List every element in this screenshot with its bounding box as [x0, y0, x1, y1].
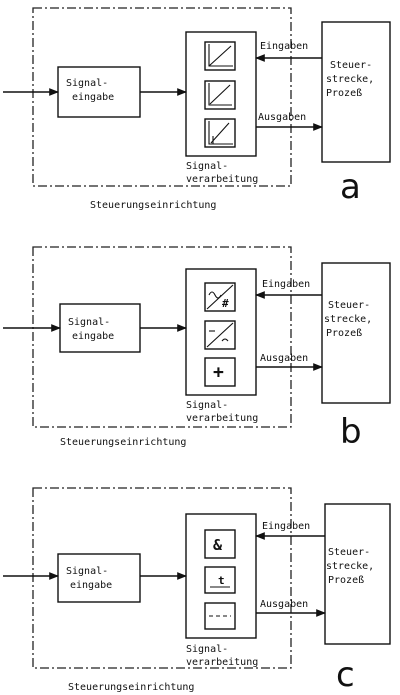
signal-input-label-line1: Signal-: [68, 317, 110, 328]
diagram-letter: b: [340, 412, 362, 452]
plant-label-line1: Steuer-: [330, 60, 372, 71]
processing-label-line1: Signal-: [186, 161, 228, 172]
outputs-label: Ausgaben: [260, 353, 308, 364]
signal-processing-box: [185, 268, 257, 396]
diagram-letter: a: [340, 167, 361, 207]
inputs-label: Eingaben: [262, 279, 310, 290]
plant-box: [324, 503, 391, 645]
signal-processing-box: [185, 31, 257, 157]
and-glyph: &: [213, 536, 223, 554]
signal-input-label-line2: eingabe: [72, 331, 114, 342]
plant-label-line1: Steuer-: [328, 547, 370, 558]
plant-label-line2: strecke,: [326, 561, 374, 572]
plant-label-line1: Steuer-: [328, 300, 370, 311]
diagram-b: Signal- eingabe # + Steuer- strecke, Pro…: [3, 246, 391, 452]
processing-label-line2: verarbeitung: [186, 413, 258, 424]
symbol-digital-analog: [204, 320, 236, 350]
control-device-label: Steuerungseinrichtung: [68, 682, 194, 693]
diagram-letter: c: [336, 655, 355, 695]
symbol-ramp-1: [204, 41, 236, 71]
signal-processing-box: [185, 513, 257, 639]
processing-label-line1: Signal-: [186, 400, 228, 411]
hash-glyph: #: [222, 297, 229, 310]
inputs-label: Eingaben: [262, 521, 310, 532]
signal-input-label-line1: Signal-: [66, 566, 108, 577]
plant-label-line2: strecke,: [324, 314, 372, 325]
control-device-label: Steuerungseinrichtung: [60, 437, 186, 448]
plant-label-line3: Prozeß: [328, 575, 364, 586]
control-device-boundary: [32, 246, 292, 428]
processing-label-line1: Signal-: [186, 644, 228, 655]
diagram-a: Signal- eingabe Steuer- strecke, Prozeß …: [3, 7, 391, 211]
signal-input-label-line1: Signal-: [66, 78, 108, 89]
control-device-boundary: [32, 487, 292, 669]
outputs-label: Ausgaben: [258, 112, 306, 123]
outputs-label: Ausgaben: [260, 599, 308, 610]
plant-label-line2: strecke,: [326, 74, 374, 85]
symbol-analog-digital: #: [204, 282, 236, 312]
signal-input-box: [59, 303, 141, 353]
processing-label-line2: verarbeitung: [186, 657, 258, 668]
control-device-label: Steuerungseinrichtung: [90, 200, 216, 211]
timer-glyph: t: [218, 574, 225, 587]
plant-box: [321, 21, 391, 163]
symbol-ramp-2: [204, 80, 236, 110]
symbol-and-gate: &: [204, 529, 236, 559]
processing-label-line2: verarbeitung: [186, 174, 258, 185]
plant-label-line3: Prozeß: [326, 88, 362, 99]
symbol-timer: t: [204, 566, 236, 594]
plant-label-line3: Prozeß: [326, 328, 362, 339]
inputs-label: Eingaben: [260, 41, 308, 52]
signal-input-label-line2: eingabe: [72, 92, 114, 103]
signal-input-box: [57, 553, 141, 603]
plus-glyph: +: [213, 362, 224, 383]
plant-box: [321, 262, 391, 404]
symbol-ramp-3: [204, 118, 236, 148]
control-device-boundary: [32, 7, 292, 187]
symbol-plus: +: [204, 357, 236, 387]
signal-input-label-line2: eingabe: [70, 580, 112, 591]
symbol-memory: [204, 602, 236, 630]
diagram-c: Signal- eingabe & t Steuer- strecke, Pro…: [3, 487, 391, 695]
